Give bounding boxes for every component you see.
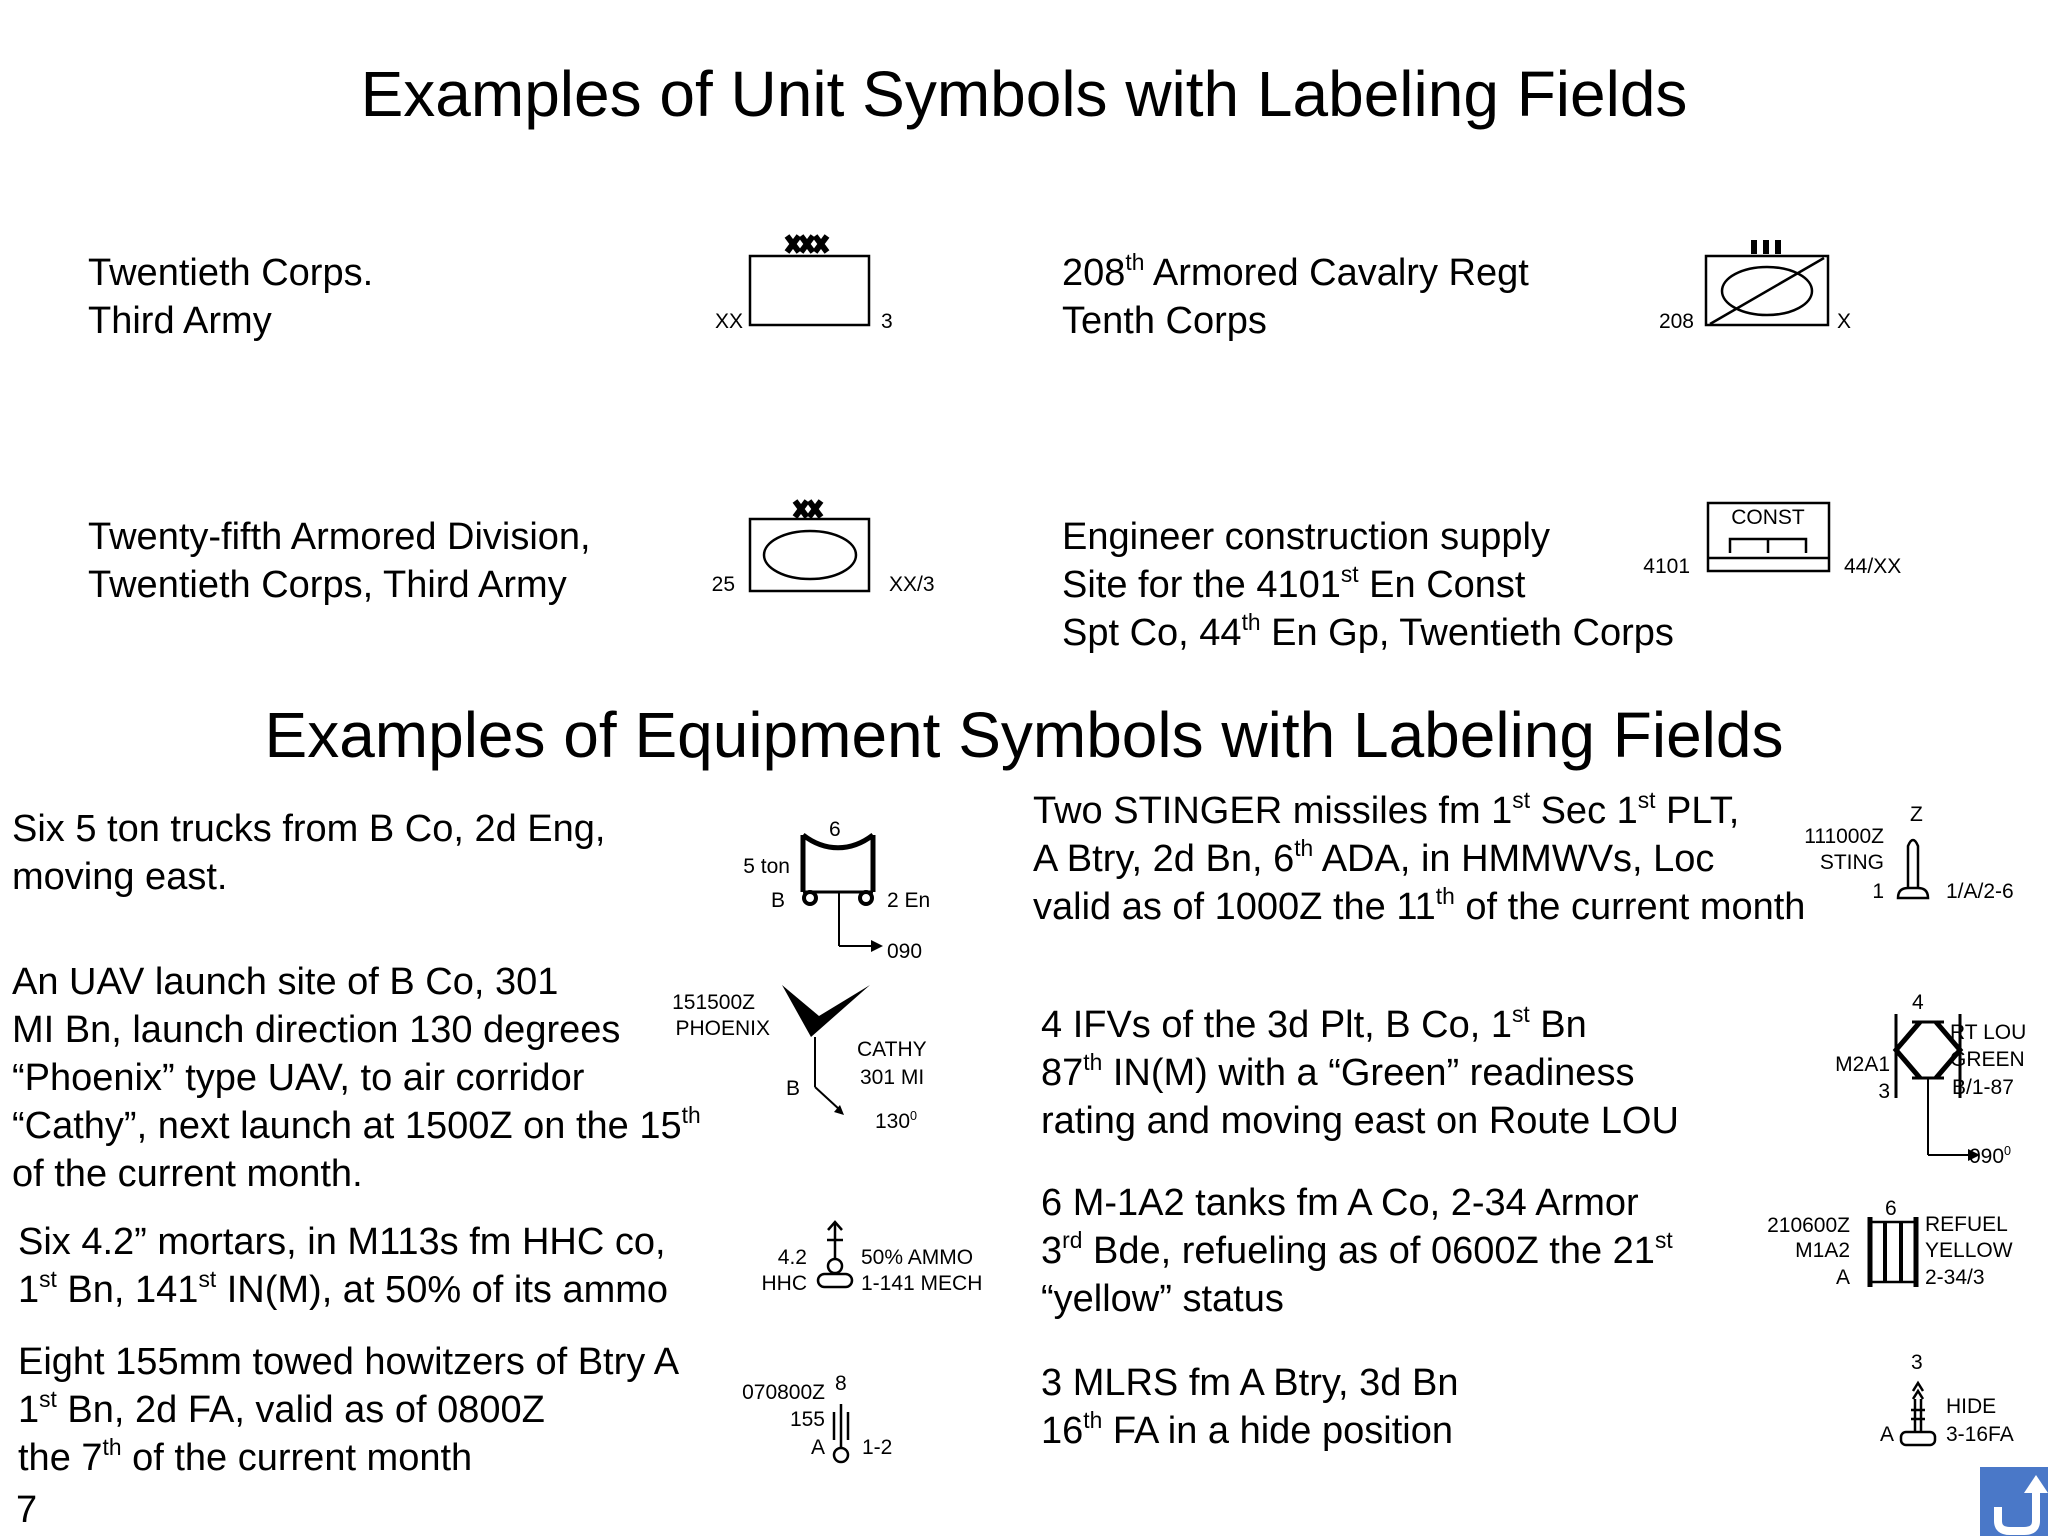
mlrs-higher-label: 3-16FA <box>1946 1423 2014 1446</box>
mlrs-equipment-symbol <box>1899 1380 1937 1447</box>
return-arrow-icon <box>1994 1475 2048 1535</box>
ifv-small-label: 3 <box>1878 1080 1890 1103</box>
engineer-right-label: 44/XX <box>1844 555 1902 578</box>
cavalry-description: 208th Armored Cavalry Regt Tenth Corps <box>1062 249 1529 342</box>
mlrs-qty-label: 3 <box>1911 1351 1923 1374</box>
howitzers-dtg-label: 070800Z <box>742 1381 825 1404</box>
ifv-description: 4 IFVs of the 3d Plt, B Co, 1st Bn 87th … <box>1041 1001 1679 1142</box>
regiment-echelon-marker <box>1751 240 1781 254</box>
uav-type-label: PHOENIX <box>675 1017 770 1040</box>
uav-higher-label: 301 MI <box>860 1066 925 1089</box>
engineer-left-label: 4101 <box>1643 555 1690 578</box>
corps-left-label: XX <box>714 310 743 333</box>
uav-direction-label: 1300 <box>875 1108 918 1133</box>
division-right-label: XX/3 <box>889 573 935 596</box>
stinger-higher-label: 1/A/2-6 <box>1946 880 2014 903</box>
cavalry-left-label: 208 <box>1658 310 1694 333</box>
ifv-higher-label: B/1-87 <box>1952 1076 2014 1099</box>
tanks-higher-label: 2-34/3 <box>1925 1266 1985 1289</box>
tanks-activity-label: REFUEL <box>1925 1213 2008 1236</box>
uav-dtg-label: 151500Z <box>672 991 755 1014</box>
mortars-higher-label: 1-141 MECH <box>861 1272 983 1295</box>
engineer-box-label: CONST <box>1731 506 1805 529</box>
mlrs-description: 3 MLRS fm A Btry, 3d Bn 16th FA in a hid… <box>1041 1362 1459 1452</box>
mortars-status-label: 50% AMMO <box>861 1246 974 1269</box>
tanks-status-label: YELLOW <box>1925 1239 2013 1262</box>
howitzers-qty-label: 8 <box>835 1372 847 1395</box>
stinger-type-label: STING <box>1819 851 1884 874</box>
tanks-qty-label: 6 <box>1885 1197 1897 1220</box>
howitzers-higher-label: 1-2 <box>862 1436 893 1459</box>
corps-unit-symbol <box>748 234 871 327</box>
tanks-description: 6 M-1A2 tanks fm A Co, 2-34 Armor 3rd Bd… <box>1041 1182 1673 1320</box>
howitzers-unit-label: A <box>810 1436 825 1459</box>
howitzers-description: Eight 155mm towed howitzers of Btry A 1s… <box>18 1341 680 1479</box>
engineer-unit-symbol <box>1706 501 1831 573</box>
trucks-direction-label: 090 <box>887 940 923 963</box>
trucks-type-label: 5 ton <box>743 855 790 878</box>
tanks-dtg-label: 210600Z <box>1767 1214 1850 1237</box>
cavalry-right-label: X <box>1837 310 1852 333</box>
corps-description: Twentieth Corps. Third Army <box>88 252 374 342</box>
trucks-unit-label: B <box>770 889 785 912</box>
stinger-top-label: Z <box>1910 803 1923 826</box>
trucks-description: Six 5 ton trucks from B Co, 2d Eng, movi… <box>12 808 606 898</box>
uav-equipment-symbol <box>782 985 870 1115</box>
stinger-qty-label: 1 <box>1872 880 1884 903</box>
corps-echelon-marker <box>784 234 830 254</box>
stinger-equipment-symbol <box>1896 838 1930 900</box>
equipment-symbols-title: Examples of Equipment Symbols with Label… <box>264 699 1784 771</box>
ifv-type-label: M2A1 <box>1835 1053 1890 1076</box>
mortars-unit-label: HHC <box>761 1272 808 1295</box>
trucks-qty-label: 6 <box>829 818 841 841</box>
stinger-description: Two STINGER missiles fm 1st Sec 1st PLT,… <box>1033 787 1806 928</box>
tanks-type-label: M1A2 <box>1795 1239 1850 1262</box>
uav-description: An UAV launch site of B Co, 301 MI Bn, l… <box>12 961 701 1195</box>
mlrs-unit-label: A <box>1879 1423 1894 1446</box>
ifv-direction-label: 0900 <box>1969 1143 2012 1168</box>
ifv-status-label: GREEN <box>1950 1048 2025 1071</box>
howitzers-type-label: 155 <box>789 1408 825 1431</box>
howitzer-equipment-symbol <box>832 1404 850 1464</box>
mlrs-activity-label: HIDE <box>1946 1395 1997 1418</box>
page-number: 7 <box>16 1489 38 1531</box>
mortars-description: Six 4.2” mortars, in M113s fm HHC co, 1s… <box>18 1221 669 1311</box>
tanks-unit-label: A <box>1835 1266 1850 1289</box>
division-description: Twenty-fifth Armored Division, Twentieth… <box>88 516 591 606</box>
truck-equipment-symbol <box>800 832 883 952</box>
engineer-description: Engineer construction supply Site for th… <box>1062 516 1674 654</box>
mortar-equipment-symbol <box>816 1220 854 1289</box>
stinger-dtg-label: 111000Z <box>1804 825 1884 848</box>
ifv-equipment-symbol <box>1892 1014 1980 1161</box>
ifv-qty-label: 4 <box>1912 991 1924 1014</box>
unit-symbols-title: Examples of Unit Symbols with Labeling F… <box>360 58 1688 130</box>
corps-right-label: 3 <box>881 310 893 333</box>
tank-equipment-symbol <box>1867 1217 1919 1287</box>
trucks-higher-label: 2 En <box>887 889 931 912</box>
ifv-route-label: RT LOU <box>1950 1021 2027 1044</box>
division-unit-symbol <box>748 499 871 593</box>
return-button[interactable] <box>1980 1467 2048 1536</box>
cavalry-unit-symbol <box>1704 240 1830 327</box>
uav-unit-label: B <box>785 1077 800 1100</box>
division-echelon-marker <box>792 499 824 519</box>
division-left-label: 25 <box>711 573 735 596</box>
mortars-type-label: 4.2 <box>777 1246 807 1269</box>
uav-corridor-label: CATHY <box>857 1038 927 1061</box>
